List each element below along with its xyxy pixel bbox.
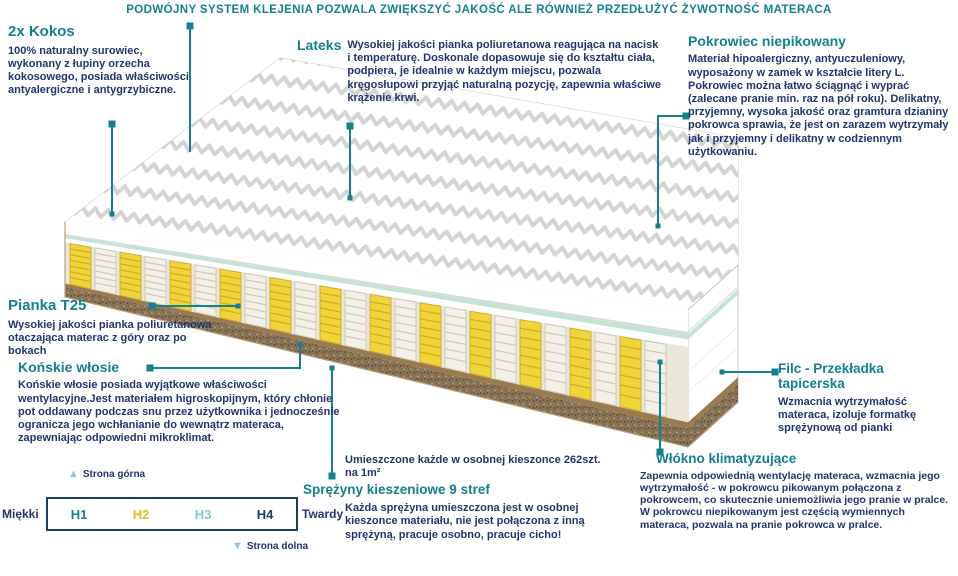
annotation-pokrowiec-body: Materiał hipoalergiczny, antyuczuleniowy… [688, 53, 949, 158]
bottom-side-note: ▼ Strona dolna [232, 540, 309, 553]
annotation-lateks-body: Wysokiej jakości pianka poliuretanowa re… [347, 39, 661, 104]
bottom-side-label: Strona dolna [246, 541, 309, 552]
annotation-kokos-title: 2x Kokos [8, 23, 75, 40]
firmness-level-h2: H2 [132, 506, 150, 522]
annotation-pokrowiec: Pokrowiec niepikowany Materiał hipoalerg… [688, 33, 952, 159]
annotation-sprezyny: Umieszczone każde w osobnej kieszonce 26… [303, 450, 603, 542]
top-side-label: Strona górna [82, 469, 146, 480]
firmness-level-h3: H3 [194, 506, 212, 522]
annotation-wlokno-body: Zapewnia odpowiednią wentylację materaca… [640, 469, 949, 531]
annotation-wlokno-title: Włókno klimatyzujące [656, 451, 797, 466]
annotation-kokos: 2x Kokos 100% naturalny surowiec, wykona… [8, 23, 190, 97]
annotation-konskie-title: Końskie włosie [18, 359, 120, 375]
annotation-filc-body: Wzmacnia wytrzymałość materaca, izoluje … [778, 395, 917, 435]
arrow-down-icon: ▼ [232, 540, 243, 552]
annotation-sprezyny-body: Każda sprężyna umieszczona jest w osobne… [345, 502, 585, 541]
annotation-sprezyny-intro: Umieszczone każde w osobnej kieszonce 26… [345, 454, 601, 480]
annotation-konskie-body: Końskie włosie posiada wyjątkowe właściw… [18, 379, 340, 445]
annotation-konskie-wlosie: Końskie włosie Końskie włosie posiada wy… [18, 359, 340, 445]
annotation-wlokno: Włókno klimatyzujące Zapewnia odpowiedni… [640, 451, 956, 531]
firmness-level-h4: H4 [256, 506, 274, 522]
annotation-filc-title: Filc - Przekładka tapicerska [778, 361, 884, 391]
arrow-up-icon: ▲ [68, 468, 79, 480]
annotation-sprezyny-title: Sprężyny kieszeniowe 9 stref [303, 482, 490, 498]
annotation-kokos-body: 100% naturalny surowiec, wykonany z łupi… [8, 44, 189, 97]
annotation-filc: Filc - Przekładka tapicerska Wzmacnia wy… [778, 361, 952, 435]
annotation-pokrowiec-title: Pokrowiec niepikowany [688, 33, 846, 49]
annotation-pianka-title: Pianka T25 [8, 297, 87, 314]
top-side-note: ▲ Strona górna [68, 468, 146, 481]
annotation-pianka-body: Wysokiej jakości pianka poliuretanowa ot… [8, 318, 212, 357]
firmness-scale: Miękki H1 H2 H3 H4 Twardy [0, 497, 360, 537]
firmness-scale-box: H1 H2 H3 H4 [46, 497, 298, 531]
scale-soft-label: Miękki [2, 507, 39, 521]
annotation-lateks-title: Lateks [297, 37, 342, 53]
page-title: PODWÓJNY SYSTEM KLEJENIA POZWALA ZWIĘKSZ… [126, 4, 832, 16]
annotation-pianka-t25: Pianka T25 Wysokiej jakości pianka poliu… [8, 297, 213, 358]
firmness-level-h1: H1 [70, 506, 88, 522]
scale-hard-label: Twardy [302, 507, 344, 521]
annotation-lateks: Lateks Wysokiej jakości pianka poliureta… [297, 37, 663, 105]
